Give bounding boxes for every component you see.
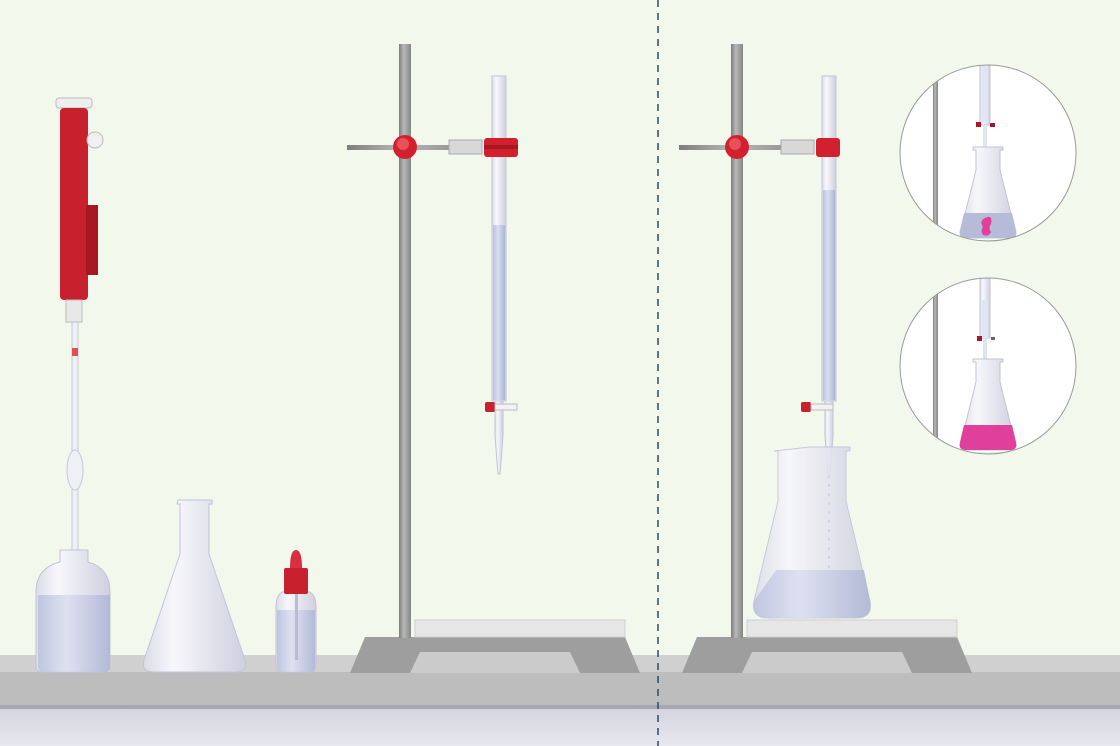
erlenmeyer-flask (143, 499, 246, 673)
inset-indicator-first-drop (899, 64, 1077, 242)
indicator-dropper-bottle (275, 550, 317, 673)
pipette-with-filler (55, 97, 104, 646)
burette-stand-right (678, 43, 973, 674)
bench-underside (0, 709, 1120, 746)
volumetric-flask (35, 549, 111, 673)
burette-stand-left (346, 43, 641, 674)
inset-endpoint-reached (899, 277, 1077, 455)
erlenmeyer-flask-with-solution (753, 446, 871, 619)
bench-front (0, 672, 1120, 705)
bench-edge (0, 705, 1120, 709)
